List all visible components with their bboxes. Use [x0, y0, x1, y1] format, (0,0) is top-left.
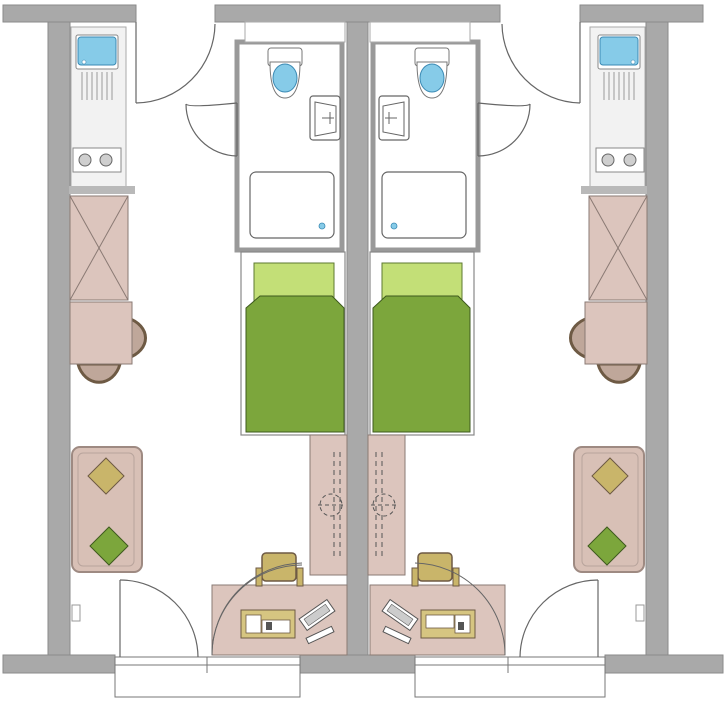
bottom-left-wall — [2, 654, 116, 674]
top-center-wall — [214, 4, 501, 23]
socket-left — [71, 604, 81, 622]
duvet-right — [372, 295, 471, 433]
cushion-left-top — [87, 457, 125, 495]
sofa-right — [573, 446, 645, 573]
balcony-door-right[interactable] — [519, 579, 599, 658]
wardrobe-left — [69, 195, 129, 301]
entrance-door-left[interactable] — [135, 22, 216, 104]
beds — [240, 251, 475, 436]
desk-chair-right — [411, 552, 460, 587]
kitchenette-left — [69, 26, 135, 194]
right-outer-wall — [645, 21, 669, 668]
entrance-door-right[interactable] — [501, 22, 581, 104]
shower-tray-right — [381, 171, 467, 239]
bed-left — [240, 251, 346, 436]
socket-right — [635, 604, 645, 622]
bathroom-left-top-panel — [244, 21, 346, 43]
desk-right — [369, 552, 506, 656]
cushion-right-bottom — [587, 526, 627, 566]
toilet-right — [414, 47, 450, 99]
duvet-left — [245, 295, 345, 433]
wardrobe-right — [588, 195, 648, 301]
window-right — [414, 656, 606, 698]
bathroom-door-left[interactable] — [185, 102, 238, 157]
stool-right-side — [569, 315, 590, 361]
kitchenette-right — [581, 26, 647, 194]
cushion-right-top — [591, 457, 629, 495]
keyboard-right — [381, 598, 419, 645]
stool-left-bottom — [76, 362, 122, 384]
pillow-right — [381, 262, 463, 302]
bed-right — [369, 251, 475, 436]
drainer-right — [603, 72, 635, 100]
bottom-center-wall — [299, 654, 416, 674]
sofa-left — [71, 446, 143, 573]
toilet-left — [267, 47, 303, 99]
keyboard-left — [298, 598, 336, 645]
storage — [69, 195, 648, 384]
desks — [211, 552, 506, 656]
balcony-door-left[interactable] — [119, 579, 199, 658]
partition-tables — [309, 434, 406, 576]
center-partition-wall — [346, 21, 369, 673]
drainer-left — [81, 72, 113, 100]
dining-table-right — [584, 301, 648, 365]
pillow-left — [253, 262, 335, 302]
bathroom-right-top-panel — [369, 21, 471, 43]
bathroom-door-right[interactable] — [477, 102, 531, 157]
dining-table-left — [69, 301, 133, 365]
left-top-wall — [2, 4, 137, 23]
side-table-right — [367, 434, 406, 576]
right-top-wall — [579, 4, 704, 23]
laptop-right — [420, 609, 476, 639]
bathroom-sink-right — [378, 95, 410, 141]
cushion-left-bottom — [89, 526, 129, 566]
windows — [114, 656, 606, 698]
laptop-left — [240, 609, 296, 639]
bottom-right-wall — [604, 654, 724, 674]
doors — [119, 22, 599, 658]
shower-tray-left — [249, 171, 335, 239]
bathroom-sink-left — [309, 95, 341, 141]
left-outer-wall — [47, 21, 71, 668]
desk-left — [211, 552, 348, 656]
stool-right-bottom — [596, 362, 642, 384]
sofas — [71, 446, 645, 573]
kitchenettes — [69, 26, 647, 194]
side-table-left — [309, 434, 348, 576]
